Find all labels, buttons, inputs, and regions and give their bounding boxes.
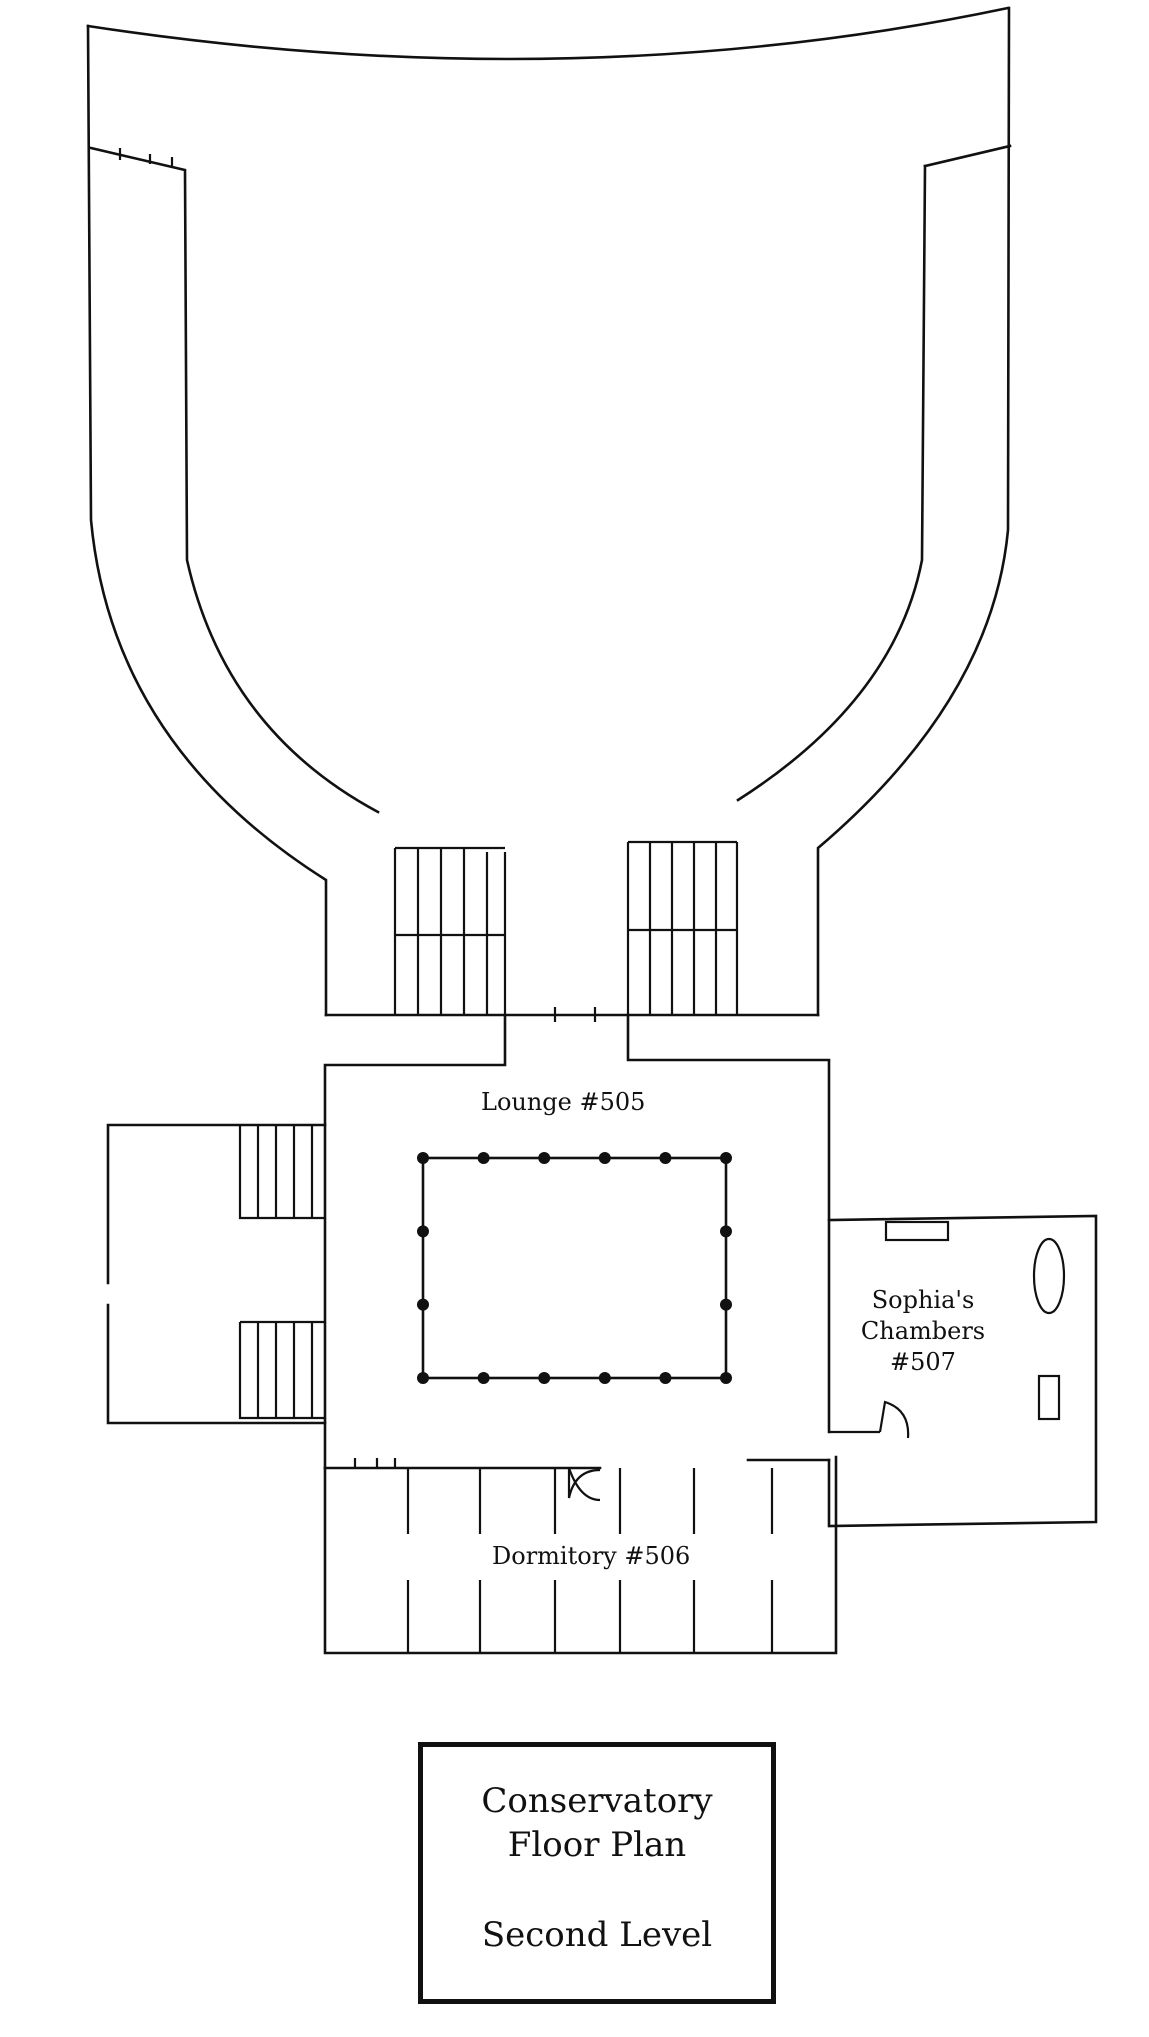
plan-level: Second Level [481,1915,713,1955]
column-dot [720,1298,732,1311]
colonnade [421,1156,728,1380]
north-wing [86,6,1012,1022]
column-dot [720,1225,732,1238]
plan-title-box: Conservatory Floor Plan Second Level [418,1742,776,2004]
chambers-label-line1: Sophia's [872,1286,975,1314]
column-dot [720,1152,732,1164]
lounge-walls [323,1013,831,1470]
column-dot [417,1225,429,1238]
lounge-label: Lounge #505 [481,1088,645,1116]
chambers-walls [827,1214,1098,1528]
column-dot [659,1372,672,1384]
column-dot [598,1152,611,1164]
north-east-stairs [626,840,739,1015]
column-dot [538,1152,551,1164]
chambers-label-line3: #507 [890,1348,956,1376]
column-dot [417,1372,429,1384]
chambers-label-line2: Chambers [861,1317,985,1345]
column-dot [659,1152,672,1164]
column-dot [417,1298,429,1311]
column-dot [598,1372,611,1384]
column-dot [538,1372,551,1384]
dormitory-walls [323,1455,838,1655]
plan-title-line2: Floor Plan [507,1825,687,1865]
plan-title-line1: Conservatory [481,1781,713,1821]
dormitory-label: Dormitory #506 [492,1542,690,1570]
column-dot [477,1152,490,1164]
column-markers [417,1152,732,1384]
west-annex [106,1123,327,1425]
north-west-stairs [393,846,507,1015]
column-dot [417,1152,429,1164]
column-dot [720,1372,732,1384]
column-dot [477,1372,490,1384]
